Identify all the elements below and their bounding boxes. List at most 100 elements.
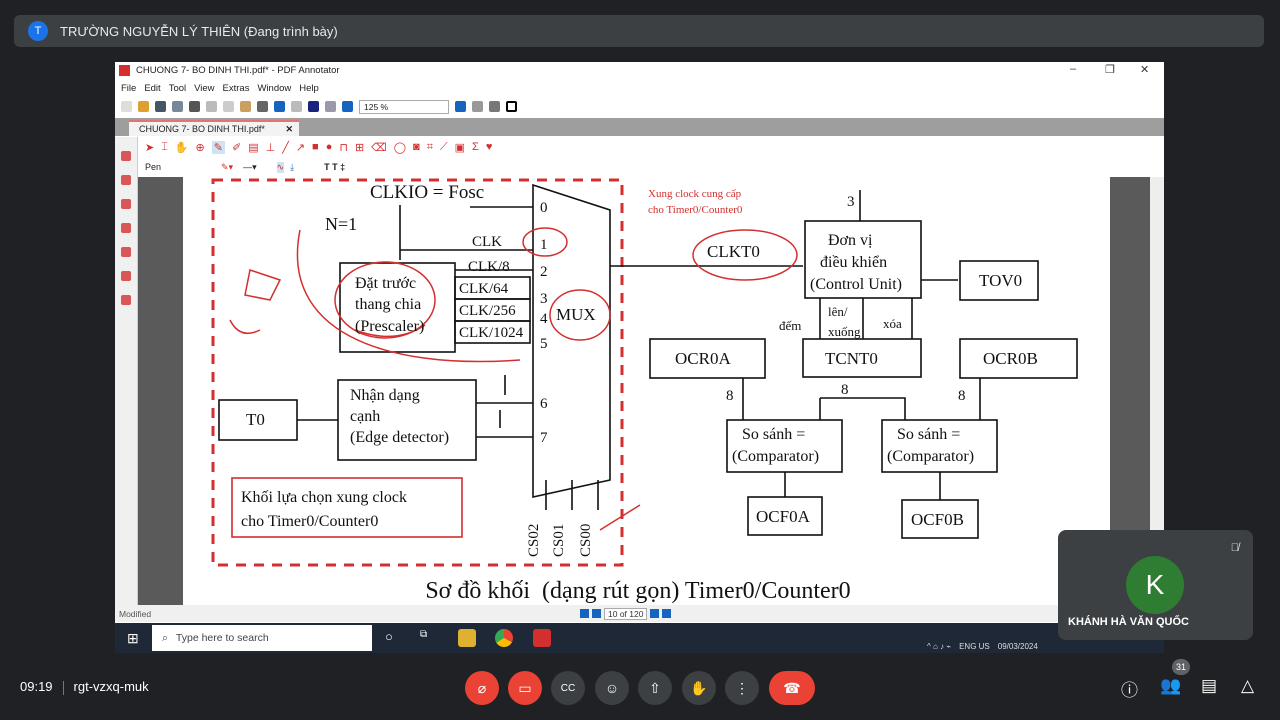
sidebar-pen-icon[interactable] [121, 151, 131, 161]
sidebar-stamp-icon[interactable] [121, 271, 131, 281]
annotation-toolbar: ➤ ⌶ ✋ ⊕ ✎ ✐ ▤ ⊥ ╱ ↗ ■ ● ⊓ ⊞ ⌫ ◯ ◙ ⌗ ⟋ ▣ … [115, 137, 1164, 157]
paste-icon[interactable] [240, 101, 251, 112]
delete-icon[interactable] [257, 101, 268, 112]
sidebar-folder-icon[interactable] [121, 175, 131, 185]
menu-tool[interactable]: Tool [168, 82, 187, 94]
line-icon[interactable]: ╱ [282, 141, 289, 154]
pen-icon[interactable]: ✎ [211, 140, 225, 154]
print-icon[interactable] [189, 101, 200, 112]
vertical-scrollbar[interactable] [1150, 177, 1164, 605]
camera-off-button[interactable]: ▭ [508, 671, 542, 705]
smooth-icon[interactable]: ∿ [276, 161, 285, 173]
new-icon[interactable] [121, 101, 132, 112]
cut-icon[interactable] [206, 101, 217, 112]
sidebar-link-icon[interactable] [121, 199, 131, 209]
image-icon[interactable]: ▣ [454, 141, 465, 154]
ellipse-icon[interactable]: ● [325, 141, 333, 153]
ocr0b-label: OCR0B [983, 349, 1038, 368]
zoom-out-icon[interactable] [342, 101, 353, 112]
textbox-icon[interactable]: ▤ [248, 141, 259, 154]
save-icon[interactable] [155, 101, 166, 112]
stamp-icon[interactable]: ⊥ [265, 141, 276, 154]
crop-icon[interactable]: ⌗ [426, 140, 433, 153]
fullscreen-icon[interactable] [506, 101, 517, 112]
menu-file[interactable]: File [121, 82, 137, 94]
windows-start-icon[interactable]: ⊞ [127, 629, 139, 646]
text-style-icon[interactable]: T T ‡ [324, 162, 346, 172]
menu-view[interactable]: View [194, 82, 215, 94]
fit-page-icon[interactable] [472, 101, 483, 112]
task-view-icon[interactable]: ⧉ [420, 629, 428, 640]
file-explorer-icon[interactable] [458, 629, 476, 647]
menu-extras[interactable]: Extras [222, 82, 250, 94]
hand-icon[interactable]: ✋ [174, 141, 189, 154]
magnifier-icon[interactable]: ⊕ [195, 141, 205, 154]
menu-window[interactable]: Window [257, 82, 292, 94]
zoom-in-icon[interactable] [455, 101, 466, 112]
select-block-label: cho Timer0/Counter0 [241, 513, 378, 530]
minimize-button[interactable]: – [1070, 63, 1077, 75]
people-icon[interactable]: 👥 [1160, 676, 1182, 695]
captions-button[interactable]: CC [551, 671, 585, 705]
camera-icon[interactable]: ◙ [413, 141, 420, 153]
next-page-icon[interactable] [650, 609, 660, 618]
pdf-page: N=1 CLKIO = Fosc 0 1 2 3 4 5 6 7 MUX CLK… [183, 177, 1110, 605]
eraser-icon[interactable]: ⌫ [371, 141, 387, 154]
chrome-icon[interactable] [495, 629, 513, 647]
copy-icon[interactable] [223, 101, 234, 112]
open-icon[interactable] [138, 101, 149, 112]
taskbar-date[interactable]: 09/03/2024 [997, 642, 1038, 651]
sidebar-heart-icon[interactable] [121, 223, 131, 233]
first-page-icon[interactable] [580, 609, 589, 618]
sigma-icon[interactable]: Σ [472, 141, 479, 153]
undo-icon[interactable] [274, 101, 285, 112]
arrow-icon[interactable]: ↗ [295, 141, 306, 154]
ruler-icon[interactable]: ⟋ [439, 140, 448, 153]
text-select-icon[interactable]: ⌶ [161, 140, 168, 153]
comment-icon[interactable]: ◯ [393, 141, 407, 154]
present-button[interactable]: ⇧ [638, 671, 672, 705]
prev-page-icon[interactable] [592, 609, 601, 618]
page-layout-icon[interactable] [325, 101, 336, 112]
highlighter-icon[interactable]: ✐ [231, 141, 242, 154]
redo-icon[interactable] [291, 101, 302, 112]
rectangle-icon[interactable]: ■ [312, 141, 319, 153]
mux-input-label: 5 [540, 336, 548, 352]
favorite-icon[interactable]: ♥ [485, 141, 493, 153]
sidebar-marker-icon[interactable] [121, 247, 131, 257]
raise-hand-button[interactable]: ✋ [682, 671, 716, 705]
last-page-icon[interactable] [662, 609, 672, 618]
reactions-button[interactable]: ☺ [595, 671, 629, 705]
page-indicator[interactable]: 10 of 120 [604, 607, 648, 620]
mic-off-button[interactable]: ⌀ [465, 671, 499, 705]
line-width-icon[interactable]: —▾ [243, 161, 257, 172]
measure-icon[interactable]: ⊞ [354, 141, 365, 154]
polygon-icon[interactable]: ⊓ [339, 141, 348, 154]
fit-width-icon[interactable] [489, 101, 500, 112]
activities-icon[interactable]: △ [1241, 676, 1255, 695]
save-as-icon[interactable] [172, 101, 183, 112]
tray-icons[interactable]: ^ ⌂ ♪ ⌁ [927, 642, 952, 651]
sidebar-arrow-icon[interactable] [121, 295, 131, 305]
maximize-button[interactable]: ❐ [1105, 64, 1115, 76]
chat-icon[interactable]: ▤ [1201, 676, 1218, 695]
timer0-block-diagram: N=1 CLKIO = Fosc 0 1 2 3 4 5 6 7 MUX CLK… [211, 178, 1078, 604]
language-indicator[interactable]: ENG US [959, 642, 990, 651]
close-tab-icon[interactable]: ✕ [285, 123, 293, 134]
more-options-button[interactable]: ⋮ [725, 671, 759, 705]
find-icon[interactable] [308, 101, 319, 112]
tov0-label: TOV0 [979, 271, 1022, 290]
menu-help[interactable]: Help [299, 82, 319, 94]
menu-edit[interactable]: Edit [144, 82, 161, 94]
cortana-icon[interactable]: ○ [385, 629, 393, 644]
tab-document[interactable]: CHUONG 7- BO DINH THI.pdf*✕ [129, 120, 299, 136]
pressure-icon[interactable]: ⤓ [290, 161, 295, 172]
select-icon[interactable]: ➤ [145, 141, 155, 154]
pen-color-icon[interactable]: ✎▾ [221, 161, 234, 172]
close-button[interactable]: ✕ [1140, 64, 1150, 76]
pdf-annotator-taskbar-icon[interactable] [533, 629, 551, 647]
zoom-select[interactable]: 125 % [359, 99, 449, 114]
taskbar-search[interactable]: ⌕Type here to search [152, 625, 372, 651]
info-icon[interactable]: ⓘ [1121, 681, 1138, 700]
end-call-button[interactable]: ☎ [769, 671, 815, 705]
